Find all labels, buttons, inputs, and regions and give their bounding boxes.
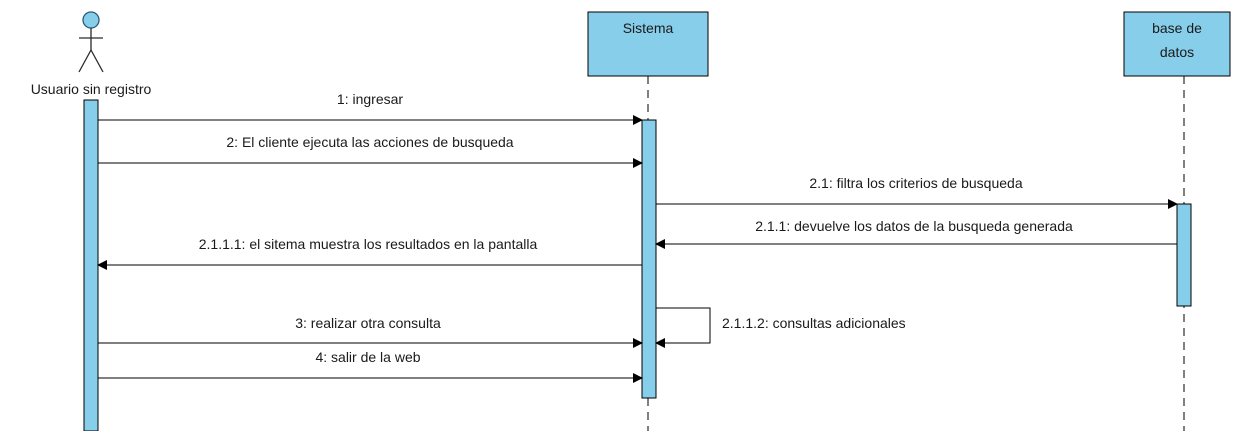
stick-figure-icon [78,11,104,73]
database-label-line2: datos [1160,44,1194,60]
actor-label: Usuario sin registro [31,81,152,97]
message-1[interactable]: 1: ingresar [98,91,643,125]
message-2-1-label: 2.1: filtra los criterios de busqueda [809,175,1022,191]
message-3[interactable]: 3: realizar otra consulta [98,315,643,348]
message-2-1-1-2-arrow [655,307,711,348]
database-activation[interactable] [1176,203,1192,307]
message-2-1-1-1-label: 2.1.1.1: el sitema muestra los resultado… [199,236,538,252]
sistema-label: Sistema [623,20,674,36]
actor-activation[interactable] [83,99,99,431]
actor-user[interactable]: Usuario sin registro [31,11,152,97]
sistema-activation[interactable] [641,119,657,399]
message-4-label: 4: salir de la web [315,349,420,365]
message-2-1-1-1[interactable]: 2.1.1.1: el sitema muestra los resultado… [97,236,642,270]
message-2[interactable]: 2: El cliente ejecuta las acciones de bu… [98,134,643,168]
message-2-1-1-2[interactable]: 2.1.1.2: consultas adicionales [655,307,906,348]
message-2-1-1-label: 2.1.1: devuelve los datos de la busqueda… [755,218,1073,234]
database-box [1123,11,1231,77]
database-label-line1: base de [1152,20,1202,36]
message-2-1-1-2-label: 2.1.1.2: consultas adicionales [722,315,906,331]
message-2-1[interactable]: 2.1: filtra los criterios de busqueda [656,175,1178,209]
participant-database[interactable]: base de datos [1123,11,1231,77]
message-1-label: 1: ingresar [337,91,403,107]
message-3-label: 3: realizar otra consulta [295,315,441,331]
participant-sistema[interactable]: Sistema [587,11,709,77]
sistema-box [587,11,709,77]
message-2-1-1[interactable]: 2.1.1: devuelve los datos de la busqueda… [655,218,1177,249]
message-2-label: 2: El cliente ejecuta las acciones de bu… [226,134,513,150]
message-4[interactable]: 4: salir de la web [98,349,643,383]
